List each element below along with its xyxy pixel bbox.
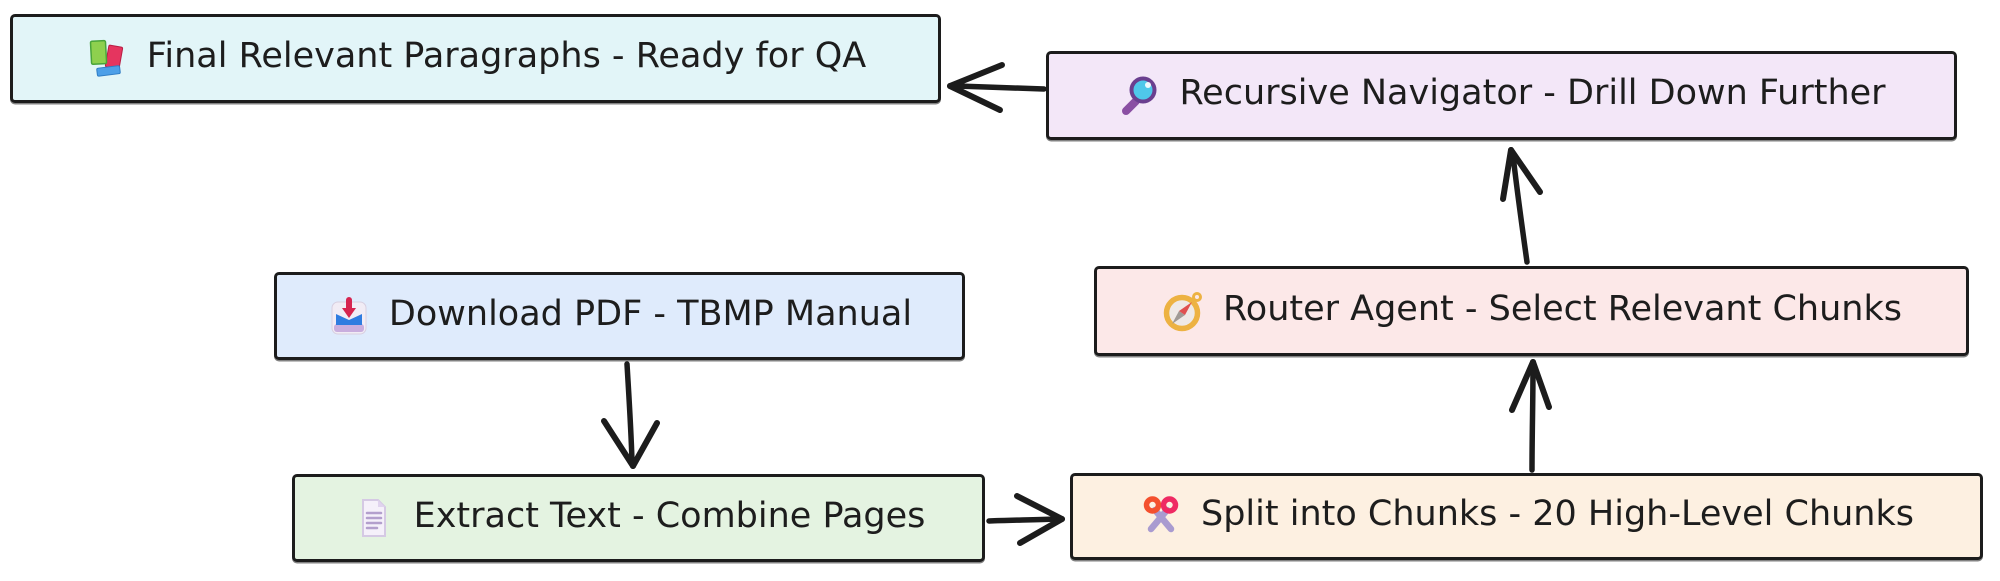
node-label: Download PDF - TBMP Manual bbox=[388, 293, 913, 334]
arrow-router-agent-to-recursive-navigator bbox=[1500, 147, 1543, 265]
node-final-relevant-paragraphs: Final Relevant Paragraphs - Ready for QA bbox=[10, 14, 941, 103]
compass-icon bbox=[1163, 292, 1203, 332]
page-icon bbox=[361, 499, 386, 537]
node-label: Extract Text - Combine Pages bbox=[413, 495, 926, 536]
arrow-download-pdf-to-extract-text bbox=[601, 361, 660, 469]
books-icon bbox=[89, 39, 123, 77]
inbox-download-icon bbox=[331, 297, 367, 335]
node-extract-text: Extract Text - Combine Pages bbox=[292, 474, 985, 562]
node-split-into-chunks: Split into Chunks - 20 High-Level Chunks bbox=[1070, 473, 1983, 560]
arrow-recursive-navigator-to-final-paragraphs bbox=[947, 62, 1047, 113]
magnifying-glass-icon bbox=[1122, 76, 1157, 115]
arrow-extract-text-to-split-chunks bbox=[986, 493, 1065, 546]
scissors-icon bbox=[1143, 495, 1179, 532]
node-download-pdf: Download PDF - TBMP Manual bbox=[274, 272, 965, 360]
node-label: Final Relevant Paragraphs - Ready for QA bbox=[146, 36, 867, 76]
node-recursive-navigator: Recursive Navigator - Drill Down Further bbox=[1046, 51, 1957, 140]
node-label: Split into Chunks - 20 High-Level Chunks bbox=[1200, 494, 1914, 534]
node-router-agent: Router Agent - Select Relevant Chunks bbox=[1094, 266, 1969, 356]
arrow-split-chunks-to-router-agent bbox=[1509, 359, 1552, 473]
node-label: Router Agent - Select Relevant Chunks bbox=[1223, 288, 1902, 329]
node-label: Recursive Navigator - Drill Down Further bbox=[1179, 73, 1886, 113]
